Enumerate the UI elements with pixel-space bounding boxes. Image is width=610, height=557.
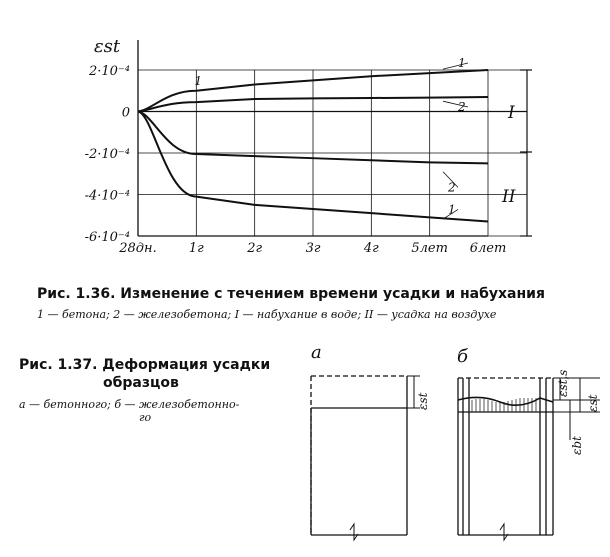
series-leader [442, 171, 459, 188]
fig-label-b: б [457, 346, 469, 367]
y-tick-label: 2·10⁻⁴ [88, 64, 130, 79]
series-label-1-start: 1 [194, 74, 202, 88]
y-tick-label: -2·10⁻⁴ [85, 147, 130, 162]
x-tick-label: 6лет [470, 241, 507, 256]
fig-1-36-title: Рис. 1.36. Изменение с течением времени … [37, 286, 545, 302]
x-tick-label: 4г [363, 241, 379, 256]
x-tick-label: 28дн. [118, 241, 156, 256]
zone-bracket [520, 69, 532, 237]
series-leader [442, 62, 469, 70]
eps-bt-b: εbt [570, 436, 584, 455]
eps-st-b: εst [586, 394, 600, 412]
x-tick-label: 2г [246, 241, 262, 256]
y-axis-label: εst [94, 36, 121, 57]
series-label-1: 1 [458, 56, 466, 70]
zone-label-II: II [501, 187, 516, 207]
eps-sts-b: εst,s [556, 370, 570, 397]
fig-1-37-title-line2: образцов [103, 375, 179, 391]
fig-1-37-legend-line2: го [139, 411, 152, 424]
x-tick-label: 5лет [411, 241, 448, 256]
fig-1-37-legend-line1: а — бетонного; б — железобетонно- [19, 398, 240, 411]
x-tick-label: 3г [306, 241, 321, 256]
x-tick-labels: 28дн. 1г 2г 3г 4г 5лет 6лет [118, 241, 506, 256]
chart-series: 1 2 2 1 1 [137, 56, 489, 223]
fig-1-37-drawings: а б [310, 342, 600, 542]
zone-label-I: I [507, 103, 515, 123]
y-tick-label: -4·10⁻⁴ [85, 189, 130, 204]
series-label-2: 2 [457, 100, 466, 114]
y-tick-label: -6·10⁻⁴ [85, 230, 130, 245]
series-line-3 [137, 110, 489, 165]
fig-label-a: а [311, 342, 322, 363]
series-line-4 [137, 110, 489, 223]
fig-1-37-title-line1: Рис. 1.37. Деформация усадки [19, 357, 271, 373]
y-tick-labels: 2·10⁻⁴ 0 -2·10⁻⁴ -4·10⁻⁴ -6·10⁻⁴ [85, 64, 130, 245]
y-tick-label: 0 [122, 106, 130, 121]
series-line-2 [137, 95, 489, 113]
fig-1-36-legend: 1 — бетона; 2 — железобетона; I — набуха… [37, 308, 497, 321]
series-leader [442, 209, 459, 220]
series-label-4: 1 [448, 202, 456, 216]
chart-fig-1-36: εst 2·10⁻⁴ 0 -2·10⁻⁴ -4·10⁻⁴ -6·10⁻⁴ 28дн. 1г… [85, 36, 532, 256]
eps-st-a: εst [416, 392, 430, 410]
series-label-3: 2 [447, 180, 456, 194]
series-leader [442, 100, 469, 108]
chart-grid [137, 40, 527, 237]
x-tick-label: 1г [189, 241, 204, 256]
series-line-1 [137, 69, 489, 113]
